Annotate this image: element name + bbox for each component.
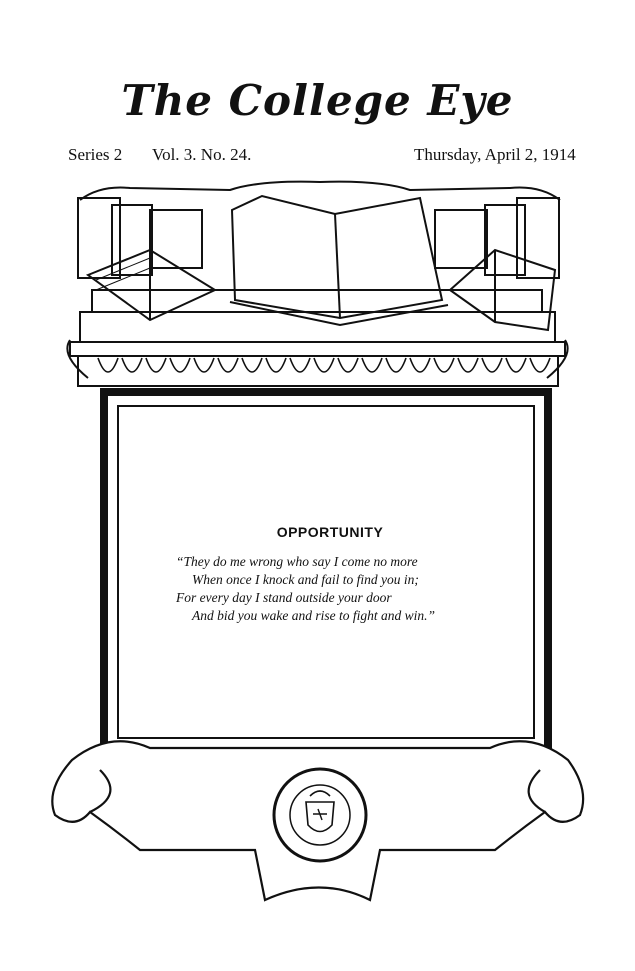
poem-body: “They do me wrong who say I come no more… (176, 553, 435, 625)
poem-line: For every day I stand outside your door (176, 590, 392, 605)
masthead-title: The College Eye (121, 76, 514, 125)
issue-date: Thursday, April 2, 1914 (414, 145, 576, 164)
poem-title: OPPORTUNITY (276, 524, 384, 540)
poem-line: And bid you wake and rise to fight and w… (192, 608, 435, 623)
poem-line: When once I knock and fail to find you i… (192, 572, 419, 587)
issue-volume: Vol. 3. No. 24. (152, 145, 252, 164)
bookshelf-illustration (66, 180, 569, 387)
college-seal (272, 767, 368, 863)
issue-series: Series 2 (68, 145, 123, 164)
poem-line: “They do me wrong who say I come no more (176, 554, 418, 569)
